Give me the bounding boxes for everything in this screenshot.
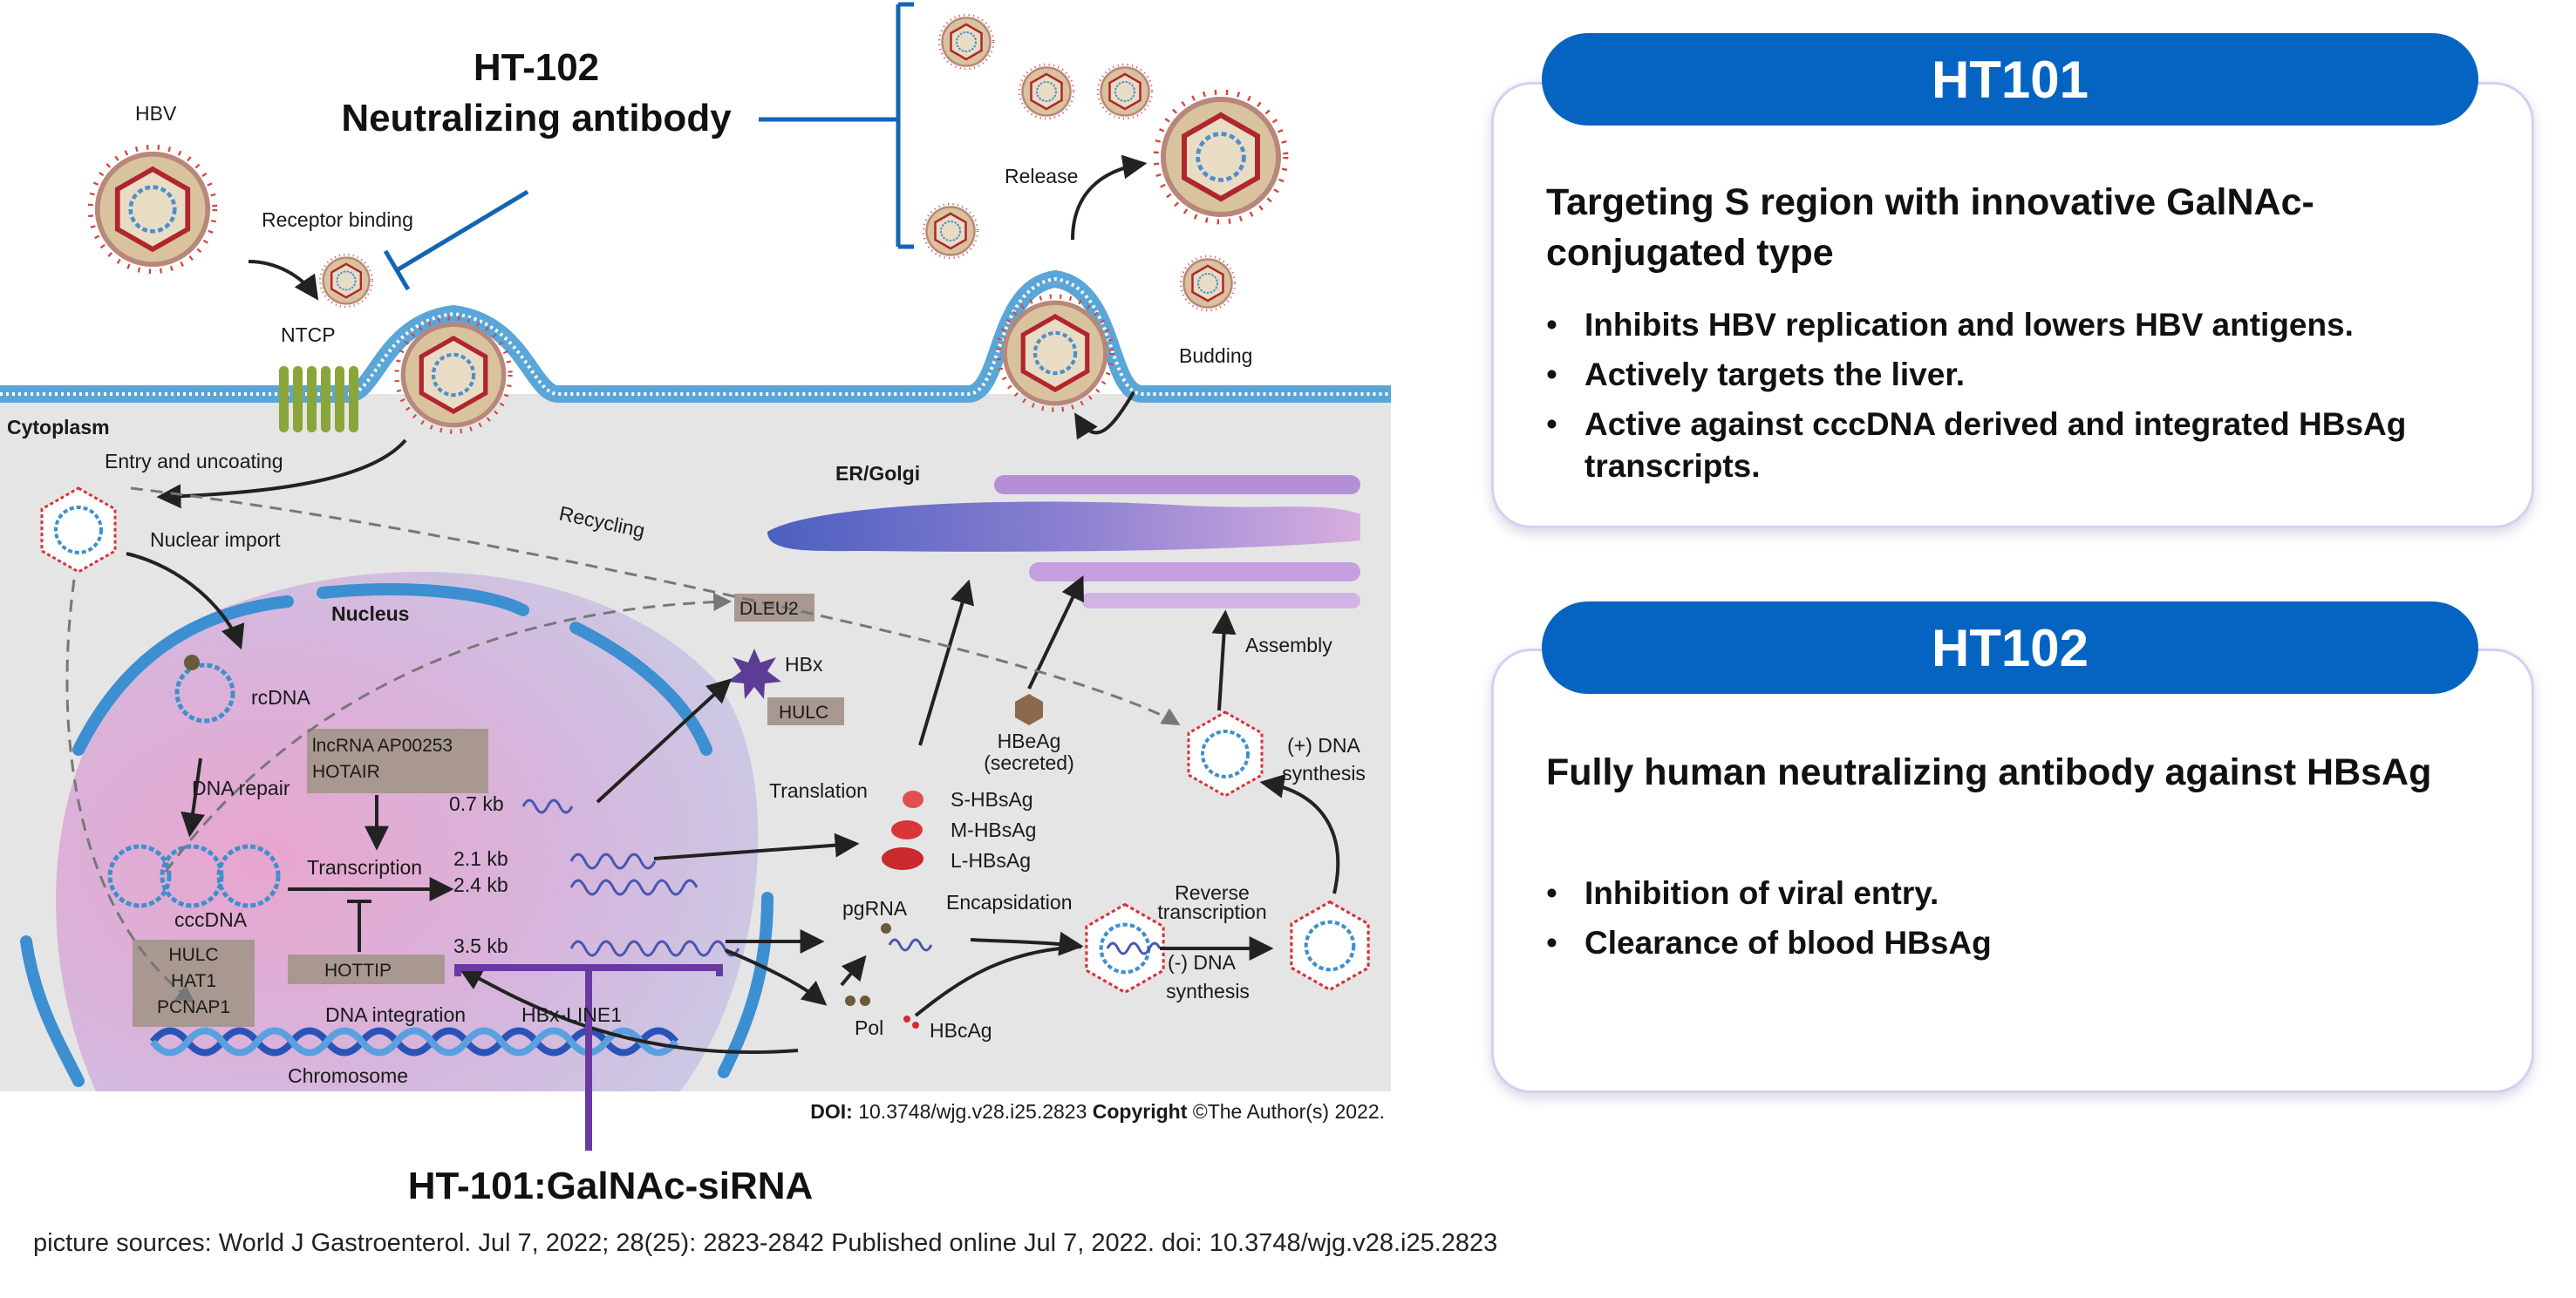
hbeag-icon [1015, 694, 1043, 725]
rcdna-icon [174, 663, 235, 724]
diagram-labels: HBV Receptor binding NTCP Cytoplasm Entr… [7, 102, 1366, 1087]
label-release: Release [1005, 165, 1078, 187]
label-hbcag: HBcAg [930, 1019, 992, 1042]
label-rcdna: rcDNA [251, 686, 310, 709]
label-budding: Budding [1179, 344, 1252, 367]
ht101-callout-lines [454, 964, 723, 1151]
label-cytoplasm: Cytoplasm [7, 416, 110, 438]
list-item: •Inhibits HBV replication and lowers HBV… [1546, 304, 2497, 346]
label-hbv: HBV [135, 102, 177, 125]
bullet-icon: • [1546, 357, 1557, 392]
label-dna-integration: DNA integration [325, 1003, 466, 1026]
label-hat1: HAT1 [171, 971, 216, 991]
label-assembly: Assembly [1245, 634, 1332, 656]
label-hbeag-2: (secreted) [984, 751, 1074, 774]
m-hbsag-icon [891, 820, 923, 839]
label-m-hbsag: M-HBsAg [951, 819, 1036, 841]
label-pcnap1: PCNAP1 [157, 997, 230, 1017]
label-encapsidation: Encapsidation [946, 891, 1073, 914]
ht102-title-line2: Neutralizing antibody [341, 97, 732, 139]
label-kb-07: 0.7 kb [449, 792, 504, 815]
label-kb-24: 2.4 kb [453, 873, 508, 896]
label-hbeag-1: HBeAg [998, 730, 1061, 752]
label-lncrna-2: HOTAIR [312, 762, 380, 782]
label-reverse-transcription-2: transcription [1157, 900, 1266, 923]
label-pol: Pol [855, 1016, 883, 1039]
label-dna-repair: DNA repair [192, 777, 290, 799]
label-er-golgi: ER/Golgi [835, 462, 920, 485]
ht101-info-card: Targeting S region with innovative GalNA… [1491, 82, 2534, 528]
hulc-hat1-pcnap1-box [133, 940, 255, 1027]
label-pgrna: pgRNA [842, 897, 908, 920]
bullet-icon: • [1546, 925, 1557, 961]
label-cccdna: cccDNA [174, 908, 248, 931]
hulc-box [767, 697, 844, 725]
list-item: •Inhibition of viral entry. [1546, 873, 2497, 914]
label-pos-dna-2: synthesis [1282, 762, 1366, 785]
label-hottip: HOTTIP [324, 961, 392, 981]
hbx-star-icon [727, 649, 781, 699]
ht101-heading: Targeting S region with innovative GalNA… [1546, 181, 2314, 274]
released-virion-icon [937, 13, 995, 71]
plasma-membrane [0, 269, 1391, 403]
dashed-pathways [65, 486, 1181, 1003]
label-nucleus: Nucleus [331, 602, 409, 625]
label-kb-21: 2.1 kb [453, 847, 508, 870]
bullet-icon: • [1546, 875, 1557, 911]
hottip-box [288, 955, 445, 984]
cccdna-icon [107, 844, 281, 908]
er-golgi [767, 475, 1360, 608]
doi-line: DOI: 10.3748/wjg.v28.i25.2823 Copyright … [810, 1100, 1385, 1123]
label-pos-dna-1: (+) DNA [1287, 734, 1360, 757]
inhibition-bars [347, 900, 371, 952]
ht102-callout-lines [383, 2, 914, 291]
ht102-title-line1: HT-102 [474, 46, 599, 89]
label-receptor-binding: Receptor binding [262, 208, 413, 231]
ht102-pill-header: HT102 [1542, 601, 2478, 694]
label-hbx: HBx [785, 653, 823, 676]
label-entry-uncoating: Entry and uncoating [105, 450, 283, 472]
label-l-hbsag: L-HBsAg [951, 849, 1031, 872]
label-neg-dna-2: synthesis [1166, 980, 1250, 1002]
list-item: •Clearance of blood HBsAg [1546, 922, 2497, 964]
label-kb-35: 3.5 kb [453, 934, 508, 957]
label-chromosome: Chromosome [288, 1064, 408, 1087]
list-item: •Actively targets the liver. [1546, 354, 2497, 396]
ntcp-receptor [279, 366, 358, 432]
l-hbsag-icon [882, 847, 923, 870]
label-ntcp: NTCP [281, 323, 336, 346]
label-lncrna-1: lncRNA AP00253 [312, 736, 453, 756]
ht101-bullet-list: •Inhibits HBV replication and lowers HBV… [1546, 304, 2497, 495]
extracellular-area [0, 87, 1391, 394]
list-item: •Active against cccDNA derived and integ… [1546, 404, 2497, 487]
lncrna-box [307, 729, 488, 793]
label-hulc-2: HULC [779, 703, 828, 723]
label-neg-dna-1: (-) DNA [1168, 951, 1237, 974]
bullet-icon: • [1546, 406, 1557, 442]
ht102-heading: Fully human neutralizing antibody agains… [1546, 751, 2432, 793]
label-translation: Translation [769, 779, 868, 802]
label-hbx-line1: HBx-LINE1 [521, 1003, 622, 1026]
ht101-pill-header: HT101 [1542, 33, 2478, 126]
picture-source-caption: picture sources: World J Gastroenterol. … [33, 1229, 1498, 1257]
label-hulc-1: HULC [168, 945, 218, 965]
s-hbsag-icon [903, 791, 923, 808]
bullet-icon: • [1546, 307, 1557, 343]
ht102-info-card: Fully human neutralizing antibody agains… [1491, 649, 2534, 1093]
label-dleu2: DLEU2 [739, 599, 799, 619]
label-s-hbsag: S-HBsAg [951, 788, 1033, 811]
label-transcription: Transcription [307, 856, 422, 879]
ht102-bullet-list: •Inhibition of viral entry. •Clearance o… [1546, 873, 2497, 972]
label-reverse-transcription-1: Reverse [1175, 881, 1250, 904]
ht101-title: HT-101:GalNAc-siRNA [408, 1165, 814, 1207]
rna-transcripts [521, 799, 1162, 957]
label-nuclear-import: Nuclear import [150, 528, 281, 551]
